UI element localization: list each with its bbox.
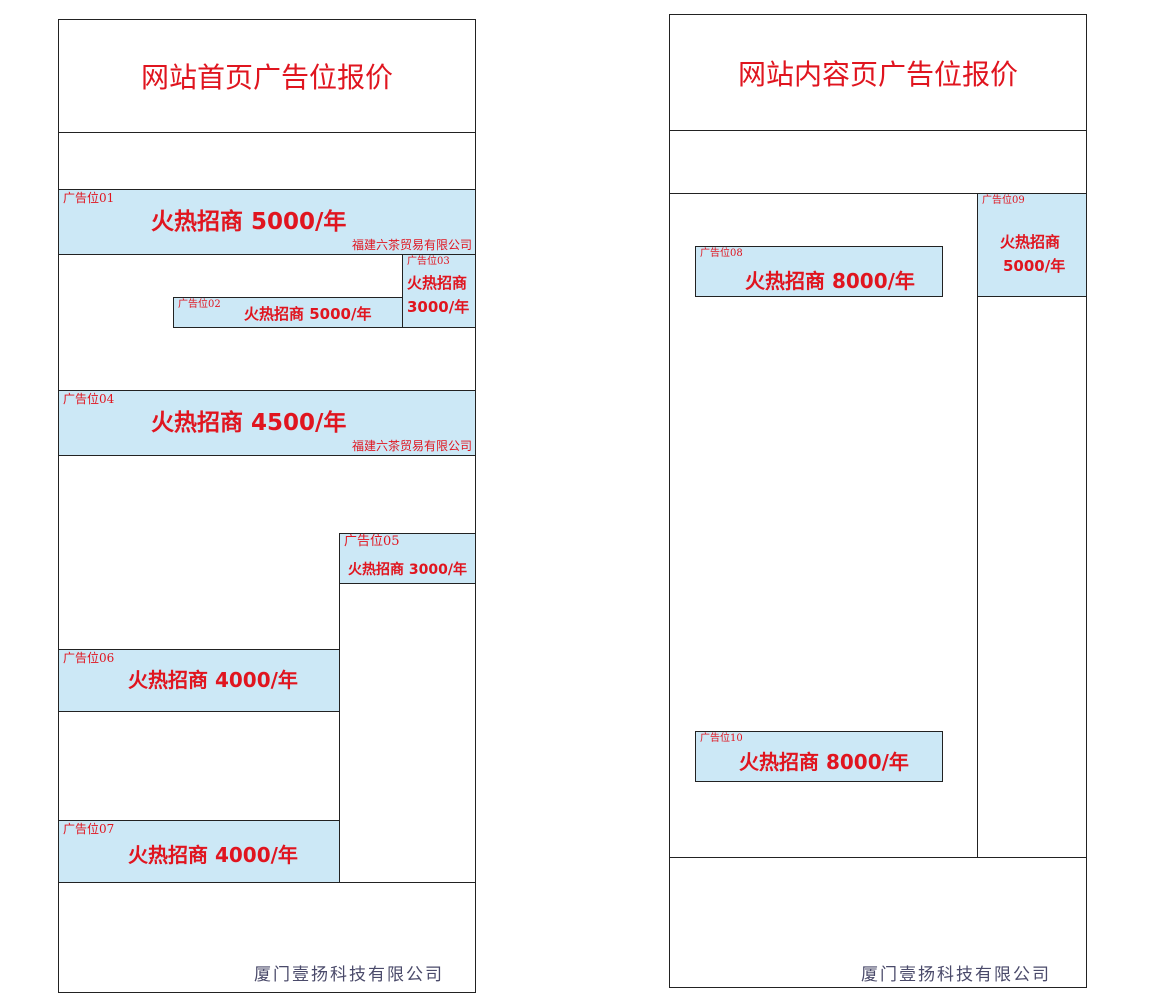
ad-slot-price-line2: 5000/年 [1003,257,1066,275]
ad-slot-price: 火热招商 4000/年 [128,668,298,692]
divider [670,193,1086,194]
ad-slot-label: 广告位03 [407,256,450,267]
ad-slot-price: 火热招商 8000/年 [739,750,909,774]
ad-slot-price-line1: 火热招商 [407,274,468,292]
ad-slot-label: 广告位01 [63,191,115,205]
ad-slot-company: 福建六茶贸易有限公司 [351,238,472,252]
ad-slot-label: 广告位04 [63,392,115,406]
divider [59,882,475,883]
column-divider [339,583,340,883]
ad-slot-price-line2: 3000/年 [407,298,470,316]
divider [670,130,1086,131]
ad-slot-label: 广告位10 [700,733,743,744]
ad-slot-01[interactable]: 广告位01 火热招商 5000/年 福建六茶贸易有限公司 [58,189,476,255]
ad-slot-price: 火热招商 5000/年 [151,209,347,235]
ad-slot-price: 火热招商 4000/年 [128,843,298,867]
divider [59,132,475,133]
homepage-layout-panel: 网站首页广告位报价 广告位01 火热招商 5000/年 福建六茶贸易有限公司 广… [58,19,476,993]
contentpage-layout-panel: 网站内容页广告位报价 广告位08 火热招商 8000/年 广告位09 火热招商 … [669,14,1087,988]
ad-slot-label: 广告位08 [700,248,743,259]
ad-slot-label: 广告位06 [63,651,115,665]
ad-slot-label: 广告位05 [344,534,400,549]
ad-slot-company: 福建六茶贸易有限公司 [351,439,472,453]
sidebar-divider [977,193,978,858]
ad-slot-label: 广告位09 [982,195,1025,206]
ad-slot-label: 广告位02 [178,299,221,310]
ad-slot-price: 火热招商 8000/年 [745,269,915,293]
homepage-title: 网站首页广告位报价 [140,61,393,94]
ad-slot-06[interactable]: 广告位06 火热招商 4000/年 [58,649,340,712]
ad-slot-10[interactable]: 广告位10 火热招商 8000/年 [695,731,943,782]
ad-slot-price: 火热招商 3000/年 [348,562,467,578]
ad-slot-02[interactable]: 广告位02 火热招商 5000/年 [173,297,403,328]
contentpage-footer-company: 厦门壹扬科技有限公司 [861,965,1051,985]
divider [670,857,1086,858]
ad-slot-04[interactable]: 广告位04 火热招商 4500/年 福建六茶贸易有限公司 [58,390,476,456]
homepage-footer-company: 厦门壹扬科技有限公司 [254,965,444,985]
contentpage-title: 网站内容页广告位报价 [737,58,1018,91]
ad-slot-09[interactable]: 广告位09 火热招商 5000/年 [977,193,1087,297]
ad-slot-label: 广告位07 [63,822,115,836]
ad-slot-08[interactable]: 广告位08 火热招商 8000/年 [695,246,943,297]
ad-slot-price: 火热招商 4500/年 [151,410,347,436]
ad-slot-05[interactable]: 广告位05 火热招商 3000/年 [339,533,476,584]
ad-slot-price-line1: 火热招商 [1000,233,1061,251]
ad-slot-price: 火热招商 5000/年 [244,305,372,323]
ad-slot-07[interactable]: 广告位07 火热招商 4000/年 [58,820,340,883]
sidebar-divider [977,296,1086,297]
ad-slot-03[interactable]: 广告位03 火热招商 3000/年 [402,254,476,328]
